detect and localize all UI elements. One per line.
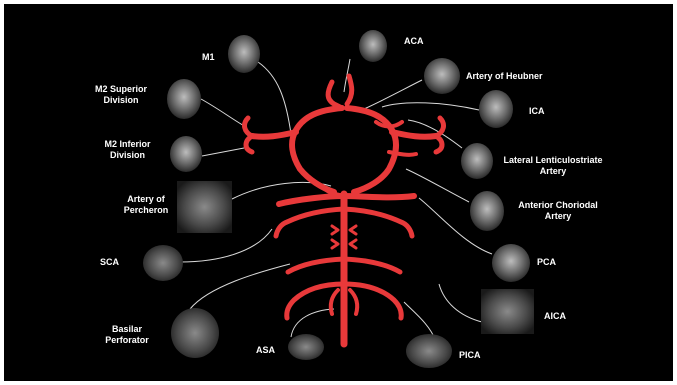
mri-aca: [359, 30, 387, 62]
artery-pica-right: [344, 284, 401, 318]
mri-heubner: [424, 58, 460, 94]
label-heubner: Artery of Heubner: [466, 71, 543, 82]
label-choroidal: Anterior Choriodal Artery: [510, 200, 606, 222]
artery-aica-left: [288, 259, 344, 272]
artery-aca-right: [347, 76, 352, 104]
label-m2-inferior: M2 Inferior Division: [90, 139, 165, 161]
leader-m2-superior: [201, 99, 246, 127]
mri-lenticulostriate: [461, 143, 493, 179]
circle-of-willis: [245, 76, 444, 344]
artery-asa-left: [331, 290, 338, 314]
artery-mca-right: [392, 132, 436, 137]
artery-m1-left: [252, 132, 296, 137]
artery-right-loop: [347, 108, 396, 192]
mri-pca: [492, 244, 530, 282]
label-m2-superior: M2 Superior Division: [81, 84, 161, 106]
leader-asa: [291, 309, 334, 337]
label-pca: PCA: [537, 257, 556, 268]
diagram-canvas: M1 M2 Superior Division M2 Inferior Divi…: [4, 4, 673, 381]
label-percheron: Artery of Percheron: [116, 194, 176, 216]
artery-choroidal: [389, 152, 416, 155]
leader-m1: [258, 62, 291, 134]
artery-asa-right: [350, 290, 357, 314]
artery-pica-left: [287, 284, 344, 318]
artery-pca-left: [279, 196, 344, 204]
leader-sca: [180, 229, 272, 262]
mri-m2-superior: [167, 79, 201, 119]
label-aica: AICA: [544, 311, 566, 322]
artery-left-loop: [292, 108, 342, 192]
artery-mca-right-inf: [436, 136, 442, 152]
leader-basilar: [190, 264, 290, 309]
artery-aca-left: [328, 82, 342, 108]
leader-ica: [382, 103, 479, 110]
label-basilar: Basilar Perforator: [96, 324, 158, 346]
mri-choroidal: [470, 191, 504, 231]
label-pica: PICA: [459, 350, 481, 361]
mri-m2-inferior: [170, 136, 202, 172]
label-lenticulostriate: Lateral Lenticulostriate Artery: [494, 155, 612, 177]
label-sca: SCA: [100, 257, 119, 268]
mri-ica: [479, 90, 513, 128]
mri-aica: [481, 289, 534, 334]
mri-m1: [228, 35, 260, 73]
mri-basilar: [171, 308, 219, 358]
mri-pica: [406, 334, 452, 368]
mri-sca: [143, 245, 183, 281]
artery-mca-right-sup: [436, 118, 443, 136]
label-ica: ICA: [529, 106, 545, 117]
mri-percheron: [177, 181, 232, 233]
artery-m2-superior: [245, 118, 252, 136]
artery-pca-right: [344, 196, 414, 197]
label-m1: M1: [202, 52, 215, 63]
label-aca: ACA: [404, 36, 424, 47]
leader-m2-inferior: [202, 148, 244, 156]
leader-aica: [439, 284, 482, 322]
mri-asa: [288, 334, 324, 360]
label-asa: ASA: [256, 345, 275, 356]
artery-m2-inferior: [246, 136, 252, 152]
artery-aica-right: [344, 259, 400, 272]
